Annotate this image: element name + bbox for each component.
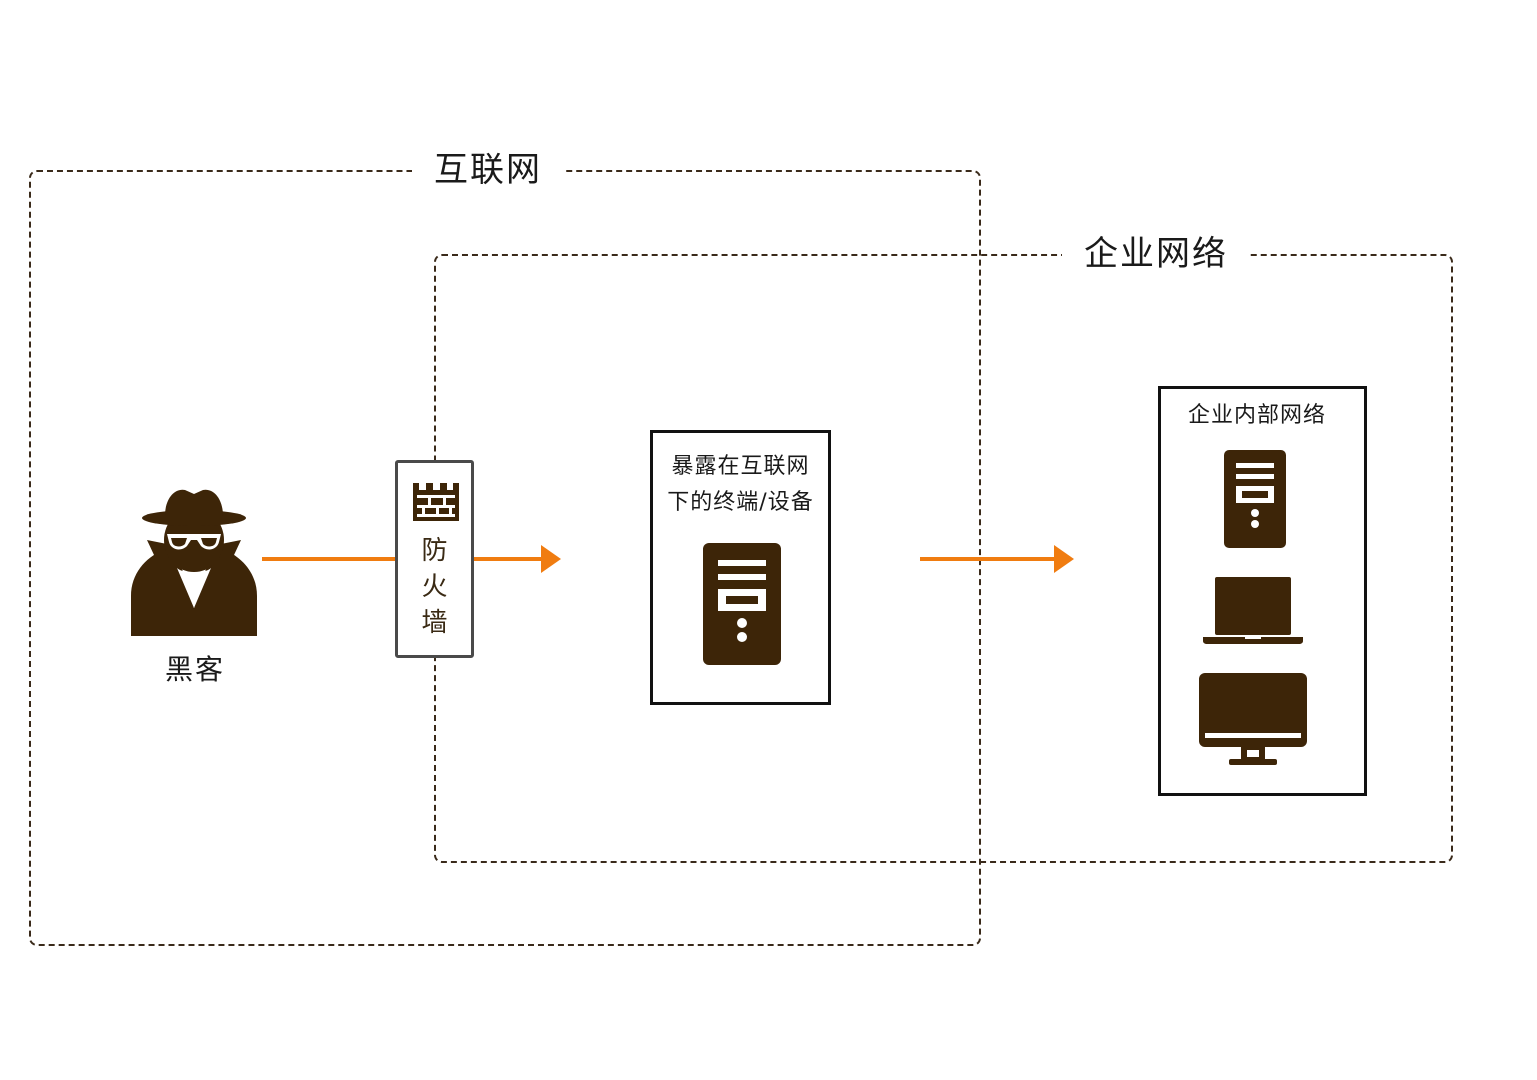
laptop-icon xyxy=(1201,575,1305,645)
exposed-device-node: 暴露在互联网 下的终端/设备 xyxy=(650,430,831,705)
hacker-to-firewall-arrow xyxy=(262,557,397,561)
firewall-label: 防 火 墙 xyxy=(421,536,448,638)
device-to-internal-arrow-head xyxy=(1054,545,1074,573)
firewall-to-device-arrow-line xyxy=(472,557,542,561)
exposed-device-label: 暴露在互联网 下的终端/设备 xyxy=(667,454,814,515)
device-to-internal-arrow-line xyxy=(920,557,1056,561)
firewall-to-device-arrow-head xyxy=(541,545,561,573)
internet-zone-title: 互联网 xyxy=(412,150,564,190)
firewall-brick-icon xyxy=(413,483,459,521)
firewall-node: 防 火 墙 xyxy=(395,460,474,658)
monitor-icon xyxy=(1197,671,1309,767)
hacker-label: 黑客 xyxy=(164,653,225,686)
hacker-icon xyxy=(125,484,263,636)
internal-network-node: 企业内部网络 xyxy=(1158,386,1367,796)
internal-network-label: 企业内部网络 xyxy=(1187,403,1326,428)
server-icon xyxy=(703,543,781,665)
server-icon xyxy=(1224,450,1286,548)
enterprise-zone-title: 企业网络 xyxy=(1062,234,1250,274)
